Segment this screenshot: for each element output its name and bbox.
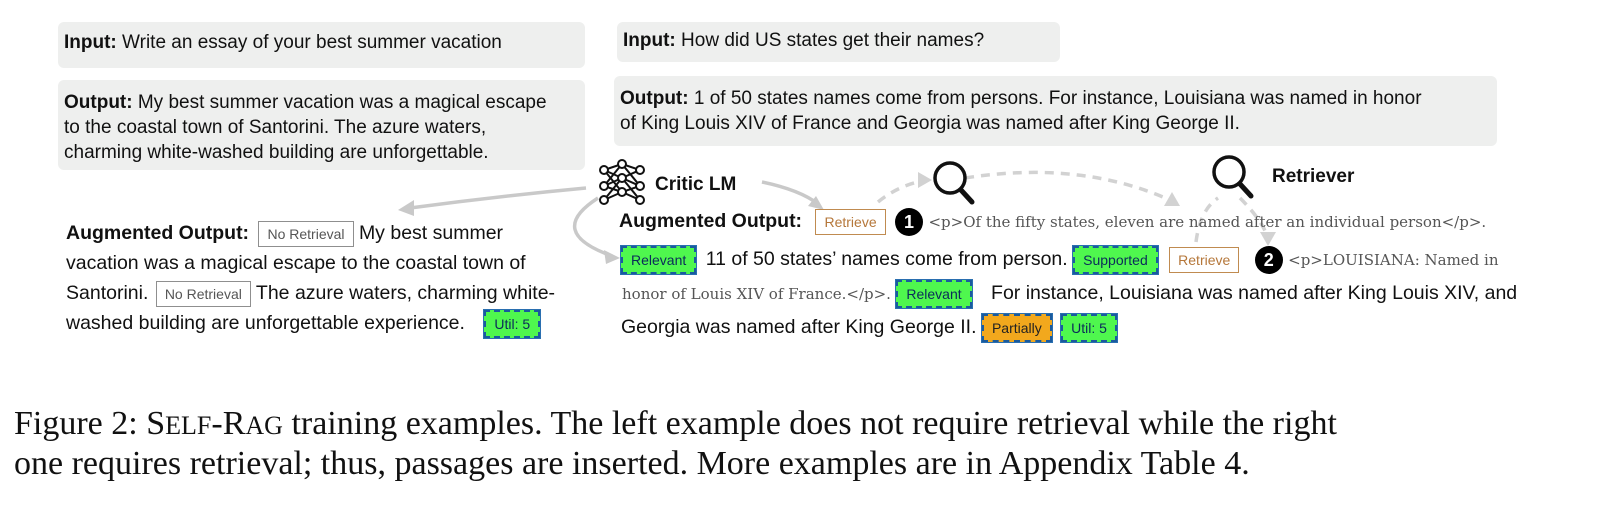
arrow-critic-to-retrieve bbox=[761, 180, 820, 206]
arrow-critic-to-left bbox=[409, 186, 587, 210]
util-tag-left: Util: 5 bbox=[483, 309, 542, 339]
supported-tag: Supported bbox=[1072, 245, 1159, 275]
passage-number-2: 2 bbox=[1254, 246, 1283, 274]
left-input-box: Input: Write an essay of your best summe… bbox=[58, 22, 585, 68]
right-aug-line-3: honor of Louis XIV of France.</p>. Relev… bbox=[622, 279, 1517, 309]
no-retrieval-tag-1: No Retrieval bbox=[258, 220, 354, 247]
right-aug-label: Augmented Output: bbox=[619, 210, 803, 233]
left-aug-label: Augmented Output: bbox=[66, 222, 250, 244]
left-output-label: Output: bbox=[64, 92, 133, 113]
left-output-line-1: Output: My best summer vacation was a ma… bbox=[64, 92, 547, 113]
right-aug-line-2: Relevant 11 of 50 states’ names come fro… bbox=[619, 245, 1499, 275]
figure-caption-line-2: one requires retrieval; thus, passages a… bbox=[14, 445, 1250, 482]
arrow-critic-to-relevant bbox=[572, 196, 613, 258]
left-aug-line-4: washed building are unforgettable experi… bbox=[66, 309, 542, 339]
retrieve-tag-1: Retrieve bbox=[815, 209, 886, 235]
relevant-tag-2: Relevant bbox=[895, 279, 973, 309]
passage-2-part-1: <p>LOUISIANA: Named in bbox=[1288, 251, 1499, 270]
passage-2-part-2: honor of Louis XIV of France.</p>. bbox=[622, 285, 891, 304]
critic-lm-label: Critic LM bbox=[655, 174, 737, 195]
util-tag-right: Util: 5 bbox=[1060, 313, 1118, 343]
right-output-box: Output: 1 of 50 states names come from p… bbox=[614, 76, 1497, 146]
left-aug-line-3: Santorini. No Retrieval The azure waters… bbox=[66, 280, 555, 307]
left-aug-line-1: Augmented Output: No Retrieval My best s… bbox=[66, 220, 503, 247]
right-output-line-1: Output: 1 of 50 states names come from p… bbox=[620, 88, 1422, 109]
right-input-box: Input: How did US states get their names… bbox=[617, 22, 1060, 62]
right-input-label: Input: bbox=[623, 30, 676, 51]
passage-1: <p>Of the fifty states, eleven are named… bbox=[928, 213, 1487, 232]
left-aug-line-2: vacation was a magical escape to the coa… bbox=[66, 252, 526, 274]
right-input-text: How did US states get their names? bbox=[681, 30, 985, 51]
retriever-label: Retriever bbox=[1272, 166, 1355, 187]
right-aug-line-4: Georgia was named after King George II. … bbox=[621, 313, 1118, 343]
partially-tag: Partially bbox=[980, 313, 1053, 343]
left-input-label: Input: bbox=[64, 32, 117, 53]
critic-network-icon bbox=[599, 159, 645, 205]
figure-caption-line-1: Figure 2: SELF-RAG training examples. Th… bbox=[14, 405, 1337, 442]
retrieve-tag-2: Retrieve bbox=[1169, 247, 1240, 273]
right-aug-line-1: Augmented Output: Retrieve 1 <p>Of the f… bbox=[619, 208, 1486, 236]
left-output-line-3: charming white-washed building are unfor… bbox=[64, 142, 489, 163]
left-output-line-2: to the coastal town of Santorini. The az… bbox=[64, 117, 487, 138]
right-output-line-2: of King Louis XIV of France and Georgia … bbox=[620, 113, 1240, 134]
relevant-tag-1: Relevant bbox=[619, 245, 698, 275]
magnifier-icon-2 bbox=[1212, 155, 1254, 199]
no-retrieval-tag-2: No Retrieval bbox=[155, 280, 251, 307]
right-output-label: Output: bbox=[620, 88, 689, 109]
left-output-box: Output: My best summer vacation was a ma… bbox=[58, 80, 585, 170]
passage-number-1: 1 bbox=[895, 208, 924, 236]
left-input-text: Write an essay of your best summer vacat… bbox=[122, 32, 502, 53]
magnifier-icon-1 bbox=[933, 161, 975, 205]
